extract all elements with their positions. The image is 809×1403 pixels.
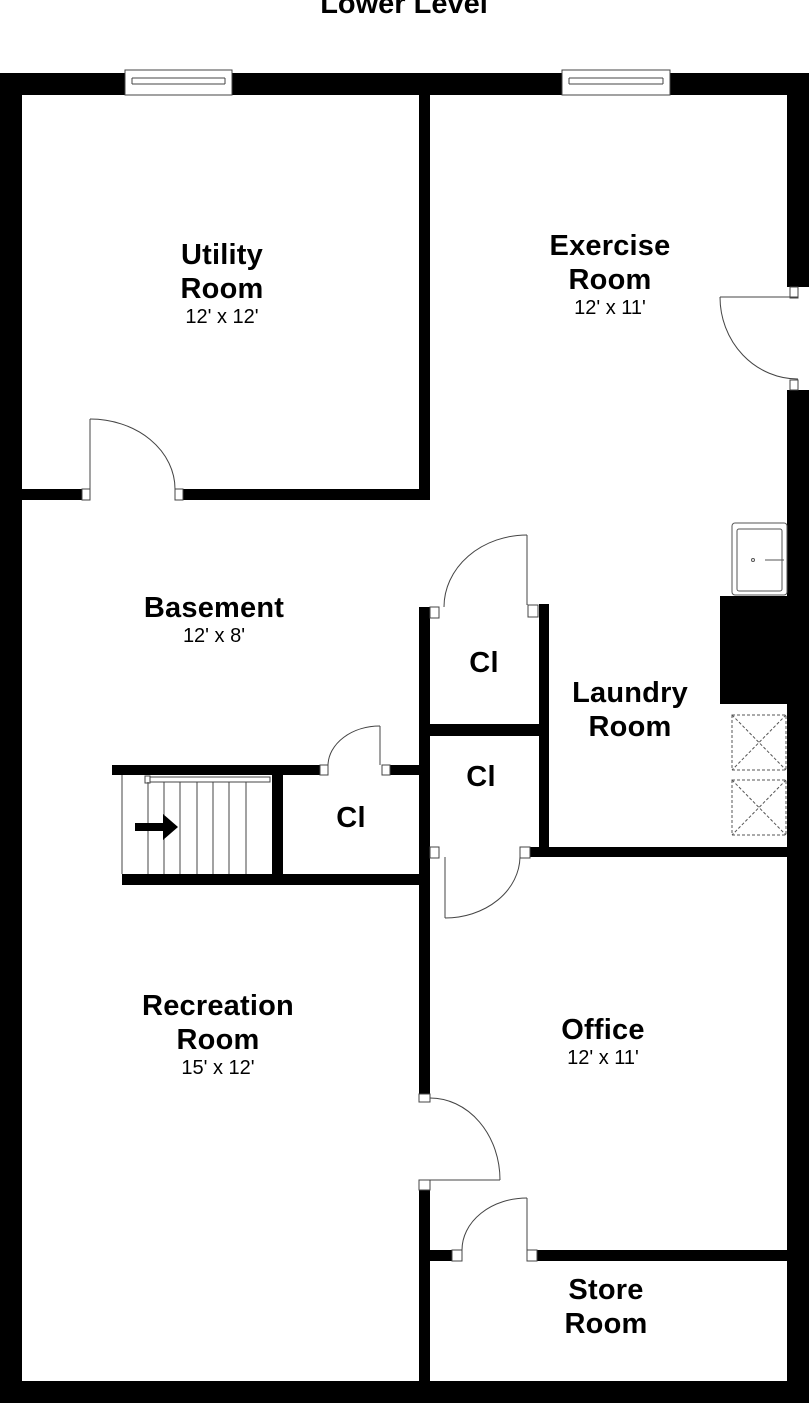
outer-wall-left (0, 73, 22, 1403)
room-label-recreation: Recreation Room 15' x 12' (142, 989, 294, 1079)
closet-divider (430, 724, 540, 736)
room-label-laundry: Laundry Room (572, 676, 688, 744)
room-name: Room (564, 1308, 648, 1340)
room-name: Basement (143, 592, 285, 624)
room-name: Room (176, 1024, 260, 1056)
room-label-utility: Utility Room 12' x 12' (181, 238, 264, 328)
room-label-exercise: Exercise Room 12' x 11' (550, 229, 671, 319)
outer-wall-right-upper (787, 73, 809, 287)
store-wall-right (537, 1250, 787, 1261)
room-label-closet-upper: Cl (469, 646, 498, 680)
utility-wall-right (419, 95, 430, 500)
room-dimensions: 12' x 11' (574, 297, 646, 319)
door-closet-stair[interactable] (319, 725, 391, 776)
room-dimensions: 12' x 8' (182, 625, 246, 647)
room-name: Store (568, 1274, 644, 1306)
utility-wall-bottom-right (183, 489, 430, 500)
door-office[interactable] (418, 1093, 501, 1191)
room-label-basement: Basement 12' x 8' (144, 591, 284, 647)
stair-wall-bottom (122, 874, 420, 885)
stairs[interactable] (121, 775, 271, 874)
room-label-store: Store Room (565, 1273, 648, 1341)
room-name: Room (180, 273, 264, 305)
laundry-counter (720, 596, 787, 704)
laundry-office-wall (530, 847, 787, 857)
walls (0, 73, 809, 1403)
window-utility (124, 69, 233, 96)
laundry-fixtures (731, 522, 788, 836)
door-exercise-exterior[interactable] (719, 286, 799, 391)
room-label-office: Office 12' x 11' (561, 1013, 644, 1069)
floor-title: Lower Level (320, 0, 488, 20)
room-name: Cl (466, 761, 496, 793)
closet-wall-right (539, 604, 549, 857)
room-dimensions: 12' x 11' (567, 1047, 639, 1069)
office-wall-lower (419, 1190, 430, 1381)
washer-icon (731, 714, 787, 771)
room-name: Exercise (549, 230, 671, 262)
room-name: Recreation (142, 990, 294, 1022)
sink-icon (731, 522, 788, 596)
room-name: Cl (469, 647, 499, 679)
stair-direction-arrow-icon (135, 814, 178, 840)
stair-wall-top-left (112, 765, 320, 775)
stair-wall-top-right (390, 765, 420, 775)
room-dimensions: 12' x 12' (185, 306, 259, 328)
utility-wall-bottom-left (22, 489, 82, 500)
dryer-icon (731, 779, 787, 836)
room-name: Room (568, 264, 652, 296)
doors (81, 286, 799, 1262)
room-name: Utility (181, 239, 263, 271)
room-label-closet-stair: Cl (336, 801, 365, 835)
room-dimensions: 15' x 12' (181, 1057, 255, 1079)
room-name: Laundry (572, 677, 688, 709)
room-name: Room (588, 711, 672, 743)
windows (124, 69, 671, 96)
outer-wall-top (0, 73, 809, 95)
door-store[interactable] (451, 1197, 538, 1262)
door-utility[interactable] (81, 418, 184, 501)
store-wall-left (430, 1250, 457, 1261)
room-label-closet-middle: Cl (466, 760, 495, 794)
closet-wall-left (419, 607, 430, 1095)
room-name: Office (561, 1014, 645, 1046)
window-exercise (561, 69, 671, 96)
outer-wall-bottom (0, 1381, 809, 1403)
door-closet-middle[interactable] (429, 846, 531, 919)
stair-closet-wall (272, 775, 283, 875)
room-name: Cl (336, 802, 366, 834)
door-closet-upper[interactable] (429, 534, 539, 619)
outer-wall-right-lower (787, 390, 809, 1403)
